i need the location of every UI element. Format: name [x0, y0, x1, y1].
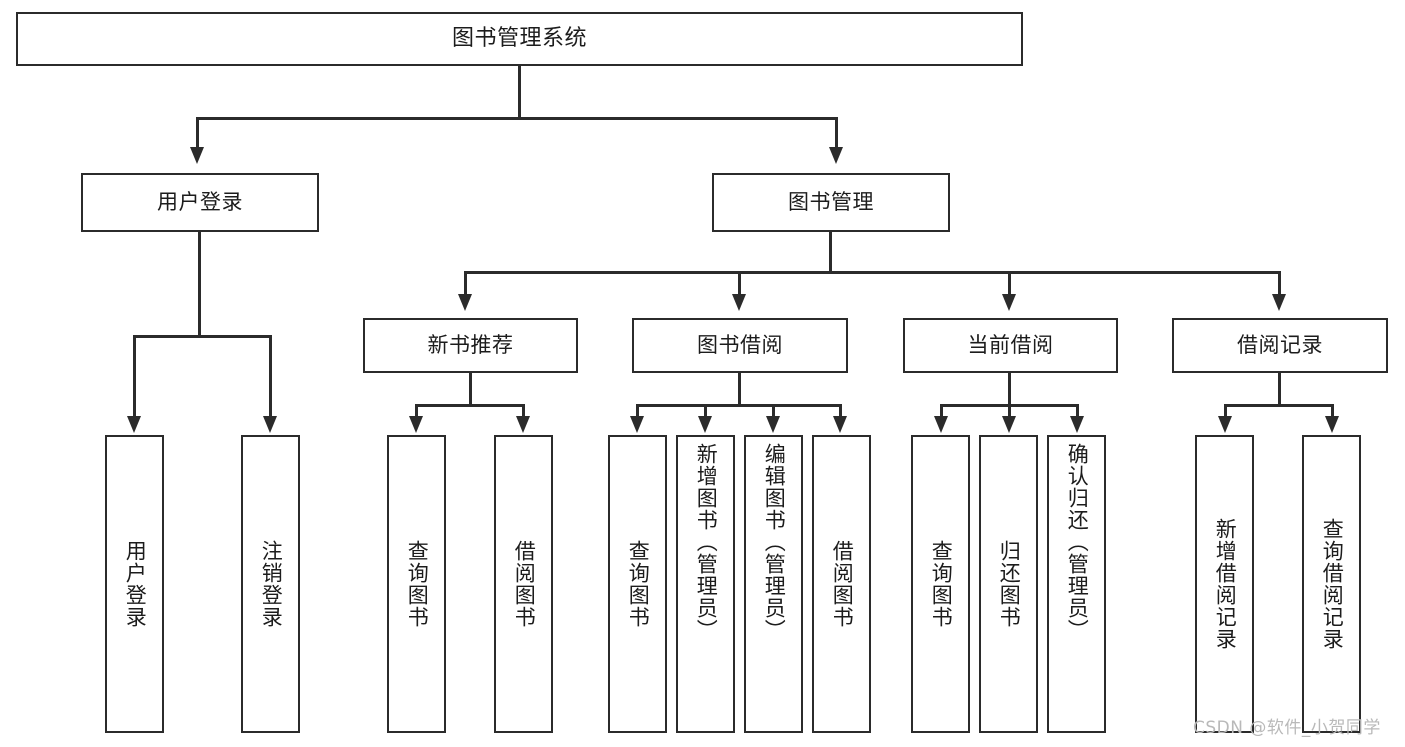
connector-borrow-record-leaf-2	[1331, 404, 1334, 418]
arrowhead-leaf-add-borrow-record	[1218, 416, 1232, 433]
node-label: 查询图书	[405, 540, 430, 628]
node-book-borrow[interactable]: 图书借阅	[632, 318, 848, 373]
node-label: 查询借阅记录	[1320, 518, 1345, 650]
node-label: 查询图书	[929, 540, 954, 628]
arrowhead-borrow-record	[1272, 294, 1286, 311]
node-label: 图书管理	[788, 190, 874, 215]
node-label: 归还图书	[997, 540, 1022, 628]
connector-current-borrow-stem	[1008, 373, 1011, 406]
leaf-add-borrow-record[interactable]: 新增借阅记录	[1195, 435, 1254, 733]
leaf-query-book-current[interactable]: 查询图书	[911, 435, 970, 733]
connector-new-book-recommend-leaf-1	[415, 404, 418, 418]
connector-to-current-borrow	[1008, 271, 1011, 296]
connector-borrow-record-bar	[1224, 404, 1334, 407]
connector-book-borrow-leaf-1	[636, 404, 639, 418]
connector-current-borrow-leaf-3	[1076, 404, 1079, 418]
leaf-query-borrow-record[interactable]: 查询借阅记录	[1302, 435, 1361, 733]
arrowhead-leaf-confirm-return	[1070, 416, 1084, 433]
connector-new-book-recommend-stem	[469, 373, 472, 406]
connector-level3-bar	[464, 271, 1280, 274]
arrowhead-book-borrow	[732, 294, 746, 311]
arrowhead-new-book-recommend	[458, 294, 472, 311]
connector-root-stem	[518, 66, 521, 119]
connector-root-to-user-login	[196, 117, 199, 149]
leaf-borrow-book[interactable]: 借阅图书	[812, 435, 871, 733]
node-label: 查询图书	[626, 540, 651, 628]
connector-root-to-book-management	[835, 117, 838, 149]
node-label: 图书管理系统	[451, 26, 587, 52]
node-label: 借阅图书	[830, 540, 855, 628]
connector-root-bar	[196, 117, 837, 120]
arrowhead-leaf-user-login	[127, 416, 141, 433]
node-label: 确认归还（管理员）	[1065, 443, 1090, 641]
arrowhead-leaf-return-book	[1002, 416, 1016, 433]
node-borrow-record[interactable]: 借阅记录	[1172, 318, 1388, 373]
connector-user-login-leaf-1	[133, 335, 136, 418]
node-label: 用户登录	[123, 540, 148, 628]
leaf-logout[interactable]: 注销登录	[241, 435, 300, 733]
arrowhead-leaf-query-book-1	[409, 416, 423, 433]
arrowhead-leaf-borrow-book-2	[833, 416, 847, 433]
leaf-borrow-book-recommend[interactable]: 借阅图书	[494, 435, 553, 733]
arrowhead-leaf-query-borrow-record	[1325, 416, 1339, 433]
node-current-borrow[interactable]: 当前借阅	[903, 318, 1118, 373]
arrowhead-leaf-add-book	[698, 416, 712, 433]
connector-user-login-leaf-2	[269, 335, 272, 418]
arrowhead-leaf-query-book-2	[630, 416, 644, 433]
arrowhead-leaf-borrow-book-1	[516, 416, 530, 433]
connector-user-login-bar	[133, 335, 272, 338]
connector-book-borrow-leaf-3	[772, 404, 775, 418]
arrowhead-user-login	[190, 147, 204, 164]
connector-book-borrow-leaf-4	[839, 404, 842, 418]
node-label: 编辑图书（管理员）	[762, 443, 787, 641]
connector-to-new-book-recommend	[464, 271, 467, 296]
leaf-return-book[interactable]: 归还图书	[979, 435, 1038, 733]
arrowhead-current-borrow	[1002, 294, 1016, 311]
leaf-confirm-return-admin[interactable]: 确认归还（管理员）	[1047, 435, 1106, 733]
connector-to-book-borrow	[738, 271, 741, 296]
leaf-edit-book-admin[interactable]: 编辑图书（管理员）	[744, 435, 803, 733]
node-label: 新增借阅记录	[1213, 518, 1238, 650]
arrowhead-leaf-query-book-3	[934, 416, 948, 433]
connector-current-borrow-leaf-1	[940, 404, 943, 418]
node-book-management[interactable]: 图书管理	[712, 173, 950, 232]
node-label: 借阅图书	[512, 540, 537, 628]
arrowhead-leaf-edit-book	[766, 416, 780, 433]
node-user-login[interactable]: 用户登录	[81, 173, 319, 232]
connector-current-borrow-leaf-2	[1008, 404, 1011, 418]
leaf-user-login[interactable]: 用户登录	[105, 435, 164, 733]
leaf-query-book-recommend[interactable]: 查询图书	[387, 435, 446, 733]
csdn-watermark: CSDN @软件_小贺同学	[1193, 718, 1381, 738]
connector-book-borrow-bar	[636, 404, 841, 407]
node-label: 新书推荐	[427, 333, 514, 358]
connector-new-book-recommend-leaf-2	[522, 404, 525, 418]
arrowhead-leaf-logout	[263, 416, 277, 433]
node-label: 当前借阅	[967, 333, 1054, 358]
connector-new-book-recommend-bar	[415, 404, 525, 407]
node-new-book-recommend[interactable]: 新书推荐	[363, 318, 578, 373]
node-label: 借阅记录	[1237, 333, 1323, 358]
arrowhead-book-management	[829, 147, 843, 164]
connector-to-borrow-record	[1278, 271, 1281, 296]
leaf-add-book-admin[interactable]: 新增图书（管理员）	[676, 435, 735, 733]
connector-borrow-record-stem	[1278, 373, 1281, 406]
connector-book-management-stem	[829, 232, 832, 273]
connector-book-borrow-stem	[738, 373, 741, 406]
node-label: 用户登录	[157, 190, 243, 215]
node-label: 新增图书（管理员）	[694, 443, 719, 641]
connector-user-login-stem	[198, 232, 201, 337]
node-label: 注销登录	[259, 540, 284, 628]
connector-book-borrow-leaf-2	[704, 404, 707, 418]
node-label: 图书借阅	[697, 333, 783, 358]
connector-borrow-record-leaf-1	[1224, 404, 1227, 418]
leaf-query-book-borrow[interactable]: 查询图书	[608, 435, 667, 733]
node-root-book-management-system[interactable]: 图书管理系统	[16, 12, 1023, 66]
